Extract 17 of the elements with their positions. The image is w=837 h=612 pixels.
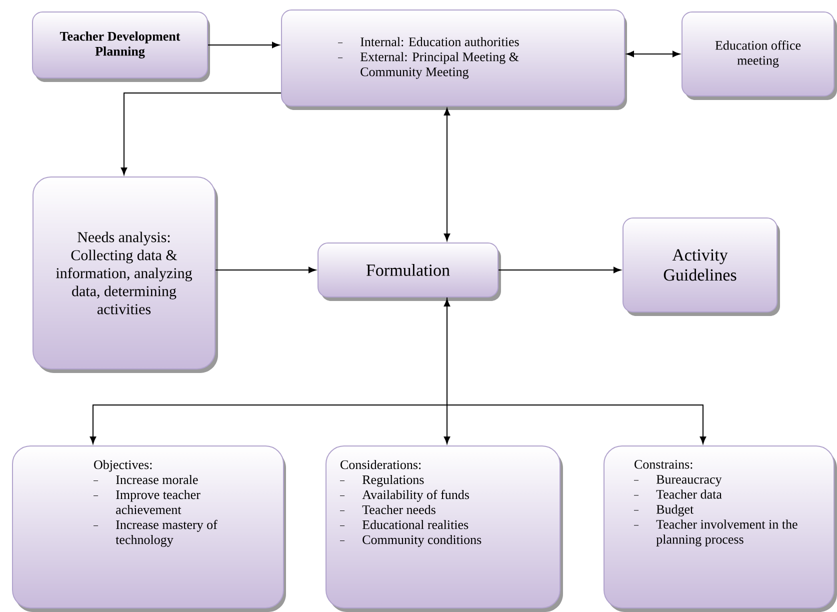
- list-box: Constrains: Bureaucracy Teacher data Budget Teacher involvement in the planning process: [604, 446, 837, 612]
- arrow: [120, 92, 282, 175]
- list-box: Objectives: Increase morale Improve teacher achievement Increase mastery of technology: [12, 446, 286, 612]
- process-box: Internal: Education authorities External: Principal Meeting & Community Meeting: [281, 10, 627, 110]
- arrow: [498, 266, 622, 274]
- arrow: [208, 42, 280, 48]
- arrow: [444, 299, 450, 444]
- process-box: Education office meeting: [682, 12, 837, 100]
- arrow: [626, 50, 680, 58]
- process-box: Teacher Development Planning: [32, 12, 210, 82]
- process-box: Activity Guidelines: [622, 218, 780, 316]
- process-box: Needs analysis: Collecting data & information, analyzing data, determining activities: [32, 176, 218, 373]
- arrow: [446, 297, 706, 444]
- arrow: [215, 266, 316, 274]
- list-box: Considerations: Regulations Availability of funds Teacher needs Educational realities Community conditions: [326, 446, 563, 612]
- process-box: Formulation: [318, 242, 501, 301]
- arrow: [444, 108, 450, 241]
